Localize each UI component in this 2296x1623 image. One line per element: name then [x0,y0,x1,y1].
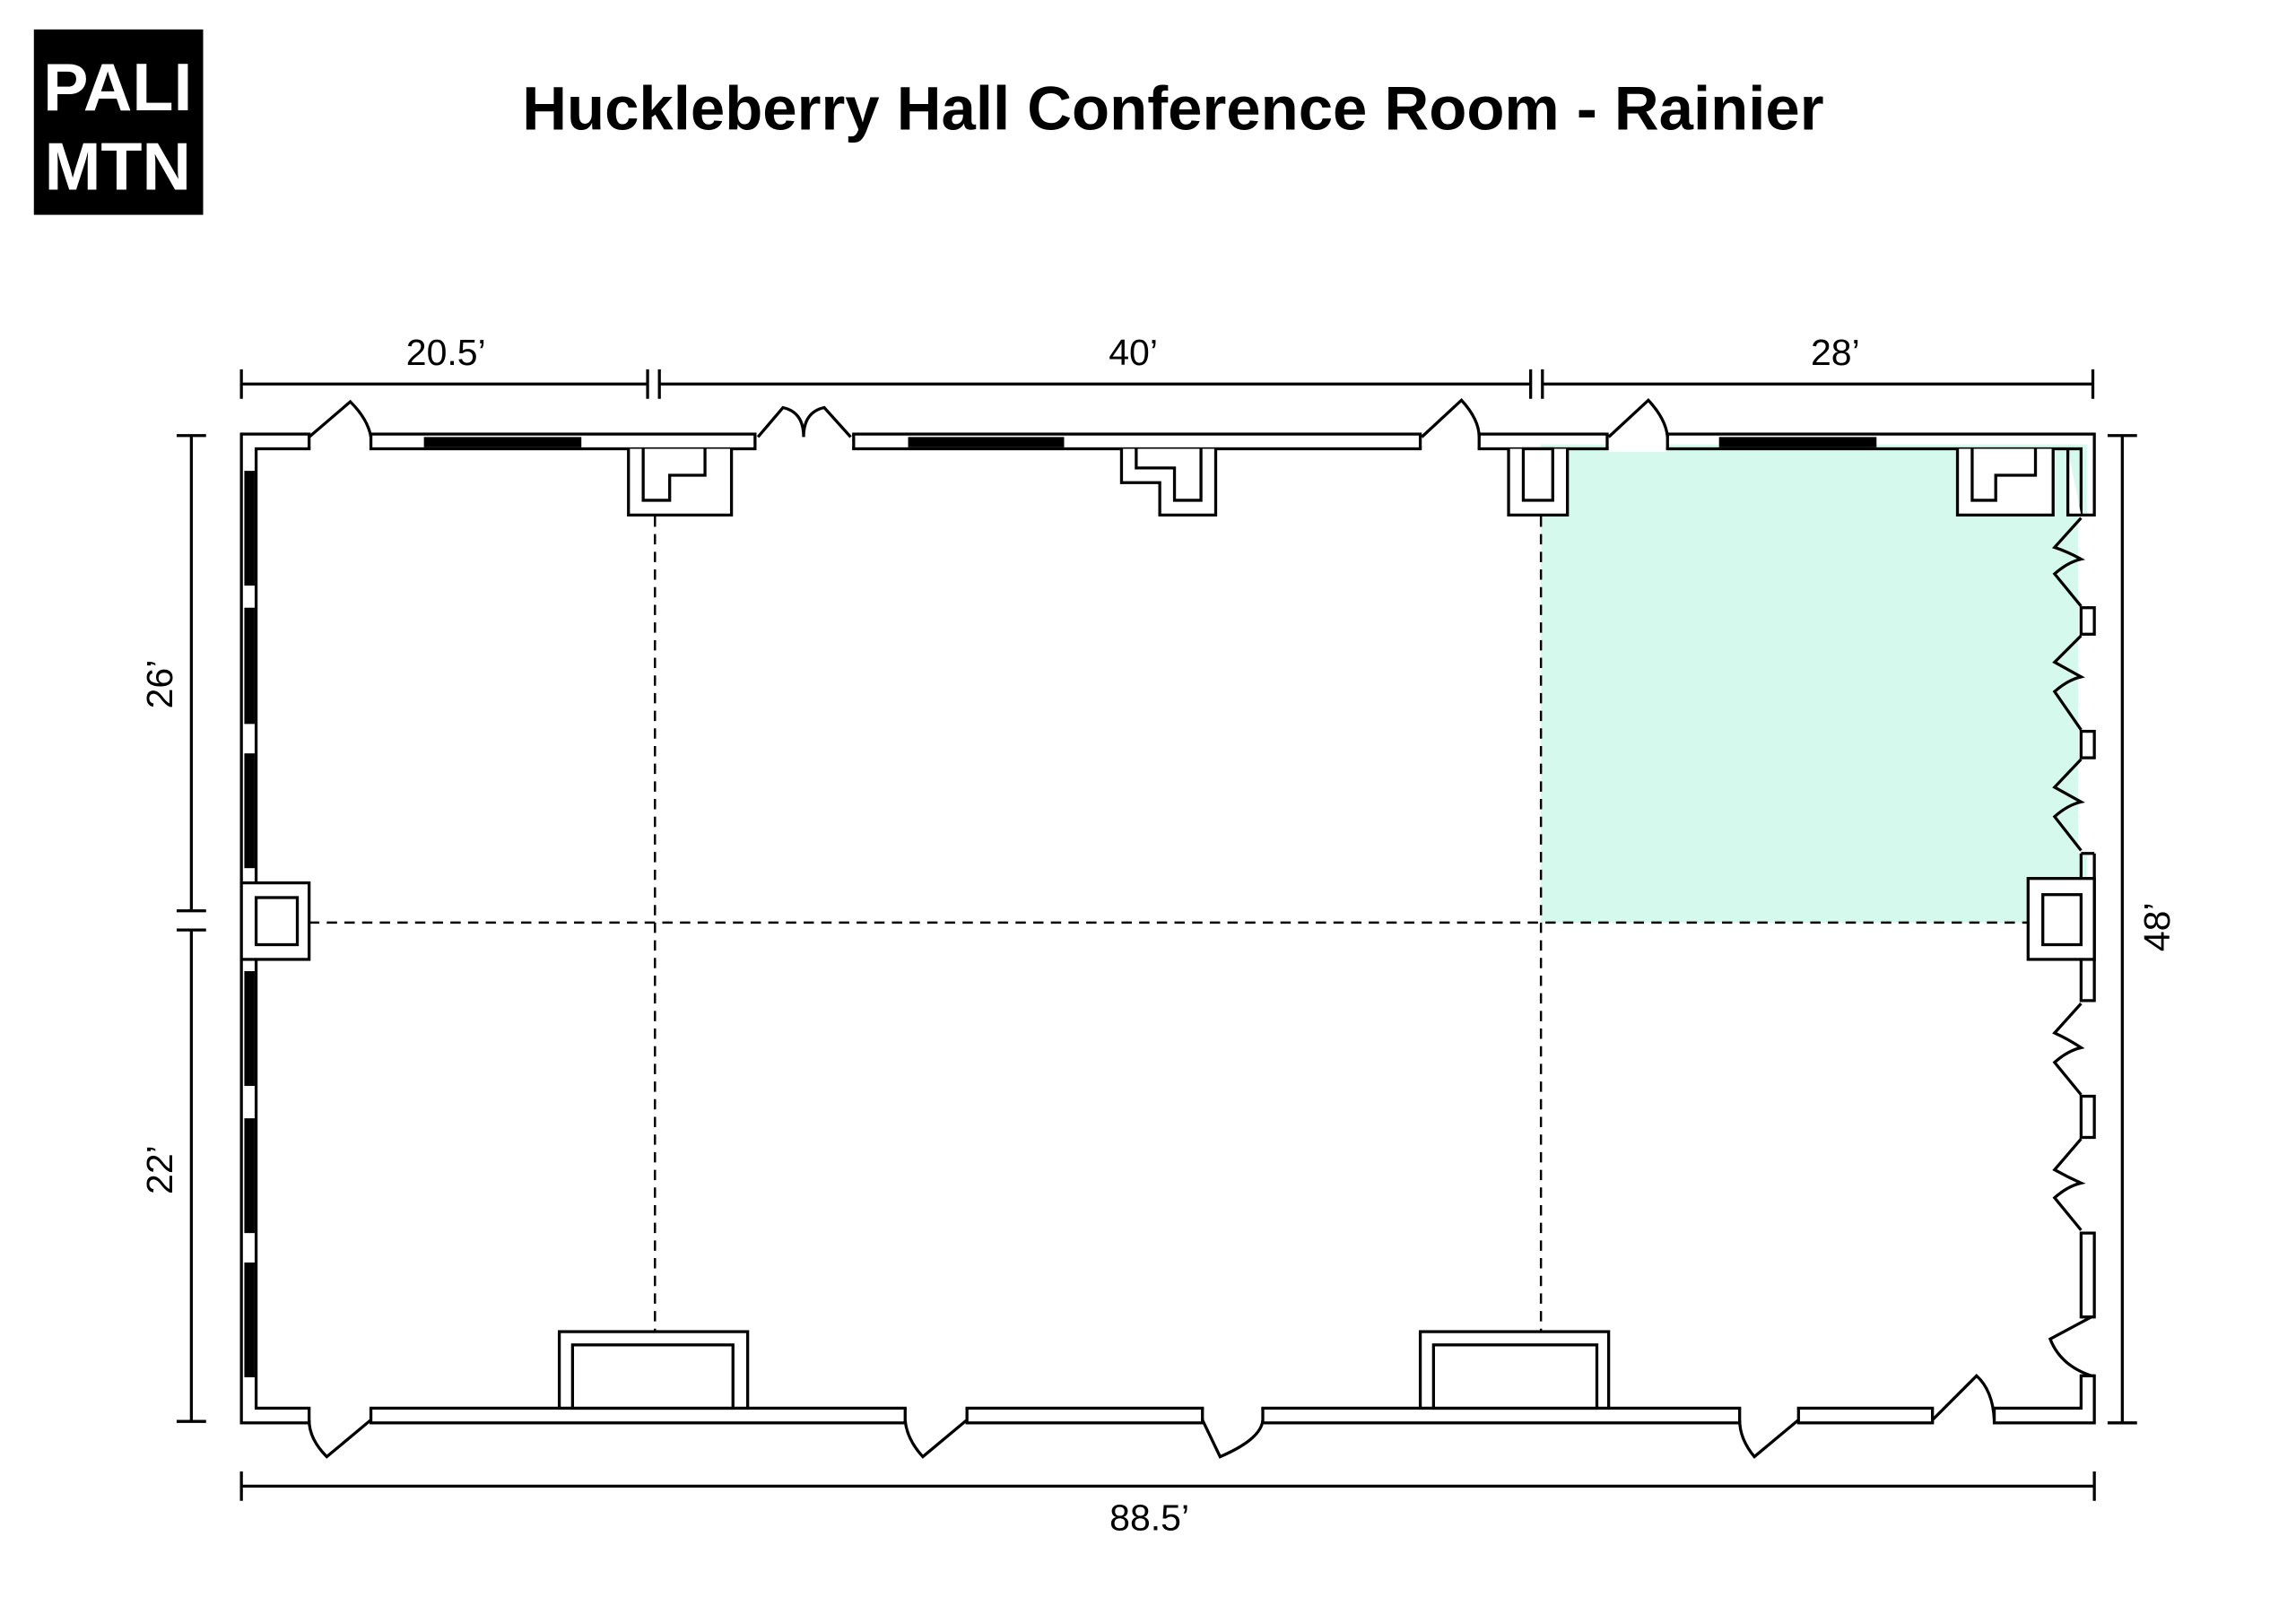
dimension-top-left: 20.5’ [406,332,486,373]
dimension-bottom-total: 88.5’ [1109,1497,1189,1539]
pillars [239,447,2096,1410]
dimension-left-upper: 26’ [139,660,180,709]
logo-line2: MTN [45,129,191,204]
partition-lines [309,516,2029,1332]
dimension-lines [176,369,2137,1501]
windows [244,437,1877,1377]
dimension-left-lower: 22’ [139,1145,180,1194]
dimension-right-total: 48’ [2136,902,2178,951]
doors[interactable] [308,398,2092,1459]
pali-mtn-logo: PALI MTN [33,29,204,215]
page-title: Huckleberry Hall Conference Room - Raini… [522,74,1823,143]
rainier-room-highlight[interactable] [1541,444,2087,923]
dimension-top-right: 28’ [1811,332,1860,373]
dimension-top-middle: 40’ [1109,332,1158,373]
walls [239,430,2100,1427]
logo-line1: PALI [43,49,192,125]
